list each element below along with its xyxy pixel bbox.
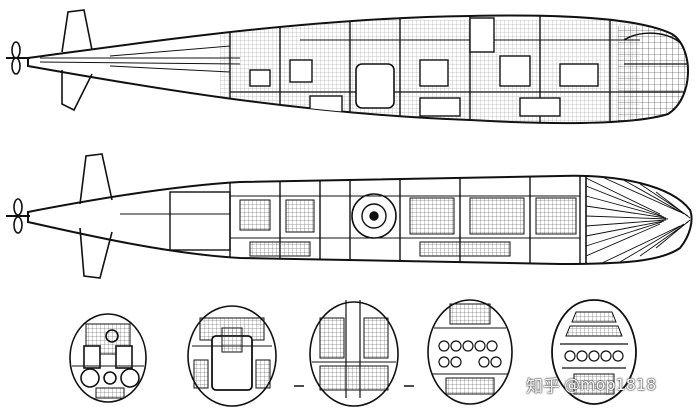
side-propeller — [6, 41, 30, 75]
plan-bow-fan — [585, 175, 691, 264]
cross-section-4 — [427, 299, 513, 405]
plan-lower-fin — [79, 227, 113, 279]
plan-view — [6, 153, 693, 279]
cross-section-2 — [187, 305, 277, 407]
watermark-platform: 知乎 — [526, 376, 560, 397]
zhihu-watermark: 知乎 @mop1818 — [526, 372, 694, 397]
plan-hatch-ring — [351, 193, 397, 239]
watermark-handle: @mop1818 — [564, 374, 657, 394]
cross-section-5 — [551, 299, 637, 405]
plan-hull-outline — [27, 174, 693, 266]
side-elevation-view — [6, 9, 689, 125]
plan-upper-fin — [79, 153, 113, 205]
side-lower-rudder — [61, 70, 93, 112]
cross-section-3 — [294, 300, 414, 407]
cross-section-1 — [69, 313, 147, 403]
side-upper-rudder — [61, 9, 93, 53]
plan-propeller — [6, 198, 30, 234]
